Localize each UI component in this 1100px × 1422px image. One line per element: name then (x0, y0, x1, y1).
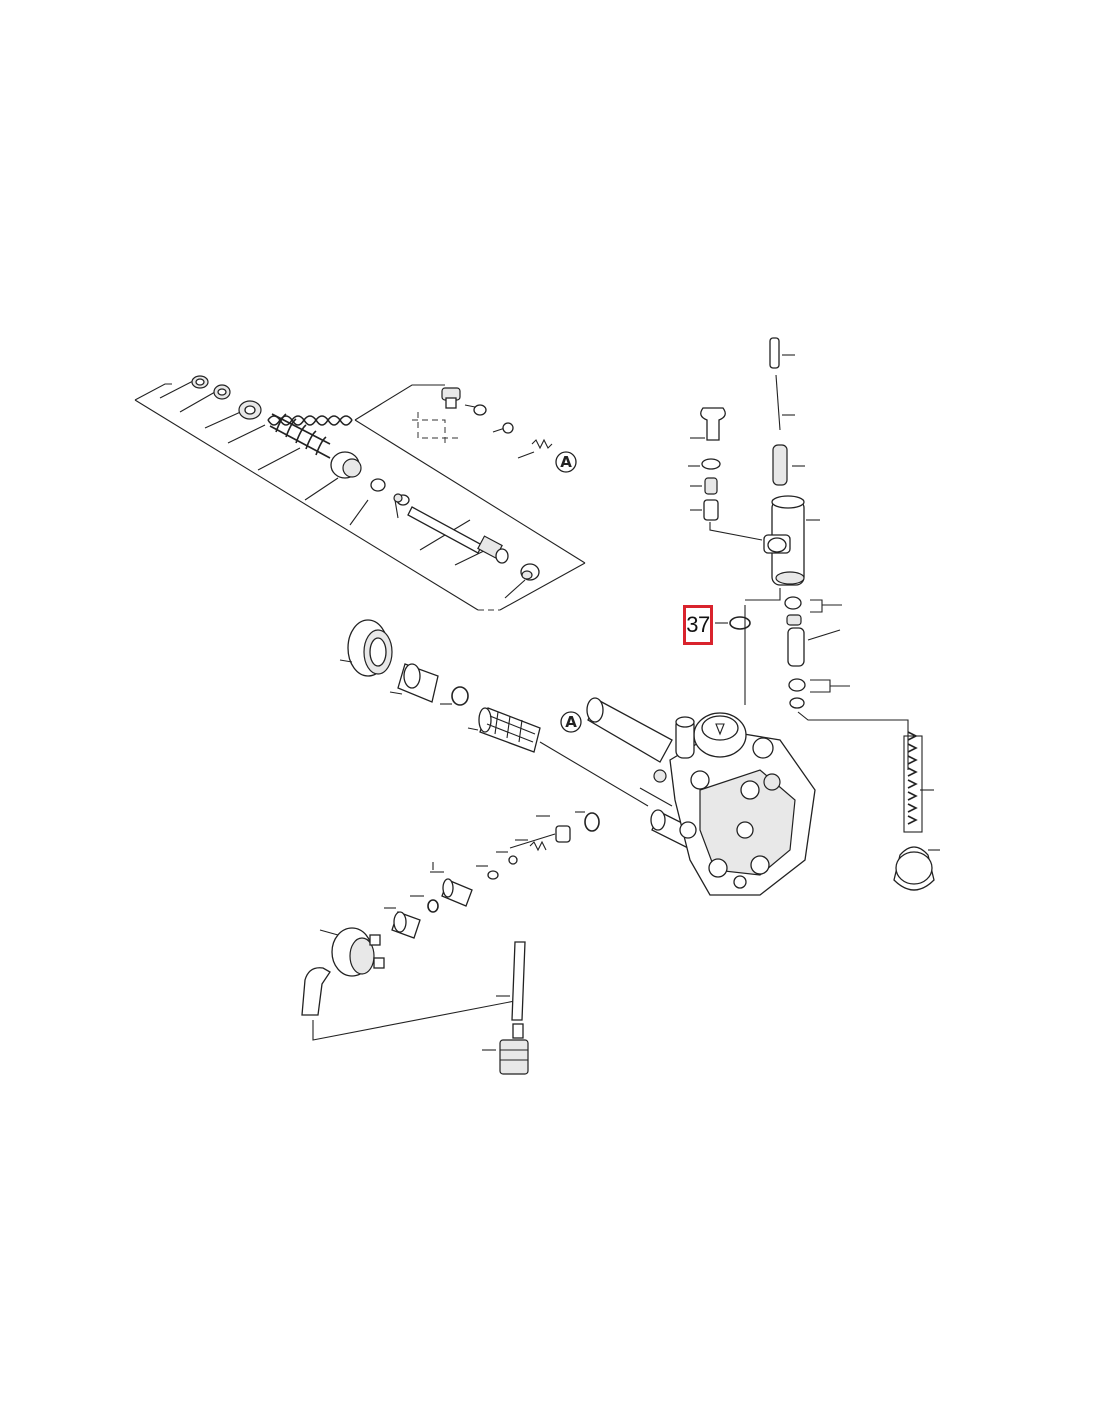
o-ring-part (715, 616, 751, 630)
part-number-label: 37 (686, 612, 710, 637)
marker-label: A (560, 453, 572, 471)
spring (267, 413, 353, 459)
reference-marker-a-top: A (555, 451, 577, 473)
reference-marker-a-middle: A (560, 711, 582, 733)
highlighted-part-callout: 37 (683, 605, 713, 645)
long-spring-and-nozzle (893, 731, 940, 891)
top-right-valve-assembly (688, 337, 909, 770)
pump-head-body (586, 697, 816, 896)
marker-label: A (565, 713, 577, 731)
upper-left-subassembly (134, 375, 586, 611)
inlet-parts (301, 619, 649, 1075)
